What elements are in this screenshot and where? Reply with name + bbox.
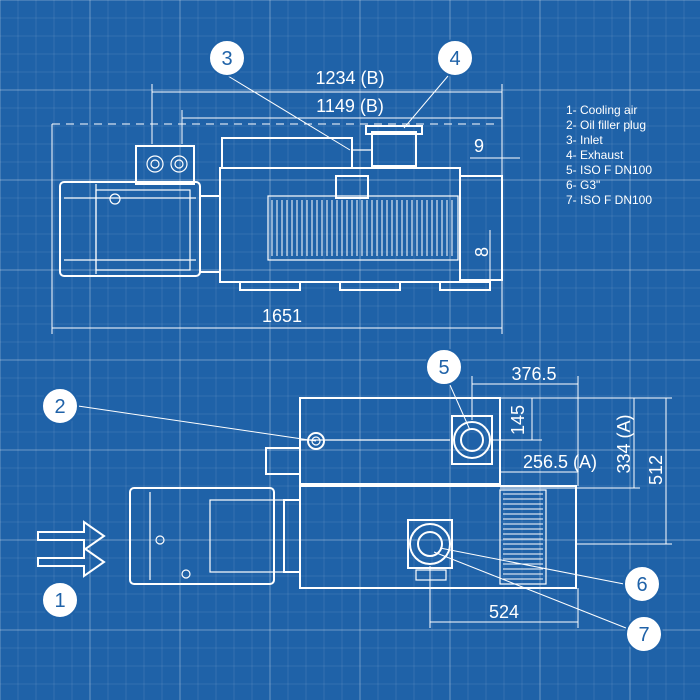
cooling-air-arrows: [37, 520, 106, 578]
callout-2: 2: [41, 387, 79, 425]
airflow-arrow: [37, 520, 106, 552]
motor-terminal-box: [209, 499, 285, 573]
top-view: 376.5 145 256.5 (A) 334 (A) 512 524: [37, 364, 672, 629]
legend-item: 2- Oil filler plug: [566, 118, 646, 132]
g3-port: [415, 569, 447, 581]
pump-foot: [339, 281, 401, 291]
legend-item: 7- ISO F DN100: [566, 193, 652, 207]
callout-5: 5: [425, 348, 463, 386]
cooling-fins: [271, 200, 453, 256]
dim-label-512: 512: [646, 455, 666, 485]
iso-flange-7-ring: [409, 523, 451, 565]
pump-end-cover: [459, 175, 503, 281]
callout-7: 7: [625, 615, 663, 653]
pump-foot: [239, 281, 301, 291]
oil-filler-plug: [307, 432, 325, 450]
callout-4: 4: [436, 39, 474, 77]
iso-flange-5-ring: [453, 421, 491, 459]
callout-label: 6: [636, 574, 647, 596]
legend-item: 5- ISO F DN100: [566, 163, 652, 177]
oil-filler-plug-inner: [311, 436, 321, 446]
side-motor-body: [59, 181, 201, 277]
leader-line-3: [227, 75, 351, 151]
dim-label-334: 334 (A): [614, 414, 634, 473]
airflow-arrow: [37, 546, 106, 578]
side-view: 1234 (B) 1149 (B) 1651 9 8: [51, 68, 520, 334]
top-cooling-grille: [499, 489, 547, 585]
motor-bolt: [109, 193, 121, 205]
dim-label-1149: 1149 (B): [316, 96, 384, 116]
pump-body: [219, 167, 461, 283]
pump-foot: [439, 281, 491, 291]
cable-gland-inner: [150, 159, 160, 169]
dim-label-1651: 1651: [262, 306, 302, 326]
legend: 1- Cooling air 2- Oil filler plug 3- Inl…: [566, 103, 652, 207]
iso-flange-7-bore: [417, 531, 443, 557]
top-cooling-fins: [503, 493, 543, 580]
pump-top-housing: [221, 137, 353, 169]
oil-reservoir: [299, 397, 501, 485]
dim-label-1234: 1234 (B): [315, 68, 384, 88]
callout-label: 7: [638, 624, 649, 646]
oil-reservoir-tab: [265, 447, 301, 475]
legend-item: 4- Exhaust: [566, 148, 624, 162]
dim-label-9: 9: [474, 136, 484, 156]
dim-label-145: 145: [508, 405, 528, 435]
leader-line-6: [439, 547, 625, 585]
top-pump-body: [299, 485, 577, 589]
callout-6: 6: [623, 565, 661, 603]
callout-3: 3: [208, 39, 246, 77]
legend-item: 6- G3": [566, 178, 600, 192]
coupling: [283, 499, 301, 573]
legend-item: 3- Inlet: [566, 133, 603, 147]
dim-label-376: 376.5: [511, 364, 556, 384]
cable-gland: [170, 155, 188, 173]
terminal-box: [135, 145, 195, 185]
callout-label: 2: [54, 396, 65, 418]
leader-line-2: [77, 405, 317, 442]
cable-gland: [146, 155, 164, 173]
callout-label: 3: [221, 48, 232, 70]
top-motor-body: [129, 487, 275, 585]
exhaust-port: [371, 131, 417, 167]
cooling-grille: [267, 195, 459, 261]
callout-label: 5: [438, 357, 449, 379]
legend-item: 1- Cooling air: [566, 103, 637, 117]
callout-label: 1: [54, 590, 65, 612]
leader-line-4: [403, 75, 449, 129]
iso-flange-7: [407, 519, 453, 569]
dim-label-8: 8: [472, 247, 492, 257]
leader-line-7: [433, 551, 627, 629]
motor-bolt: [181, 569, 191, 579]
motor-bolt: [155, 535, 165, 545]
iso-flange-5-bore: [460, 428, 484, 452]
dim-label-256: 256.5 (A): [523, 452, 597, 472]
cable-gland-inner: [174, 159, 184, 169]
inlet-flange: [335, 175, 369, 199]
callout-1: 1: [41, 581, 79, 619]
motor-endcap: [95, 189, 191, 271]
dim-label-524: 524: [489, 602, 519, 622]
callout-label: 4: [449, 48, 460, 70]
exhaust-flange: [365, 125, 423, 135]
